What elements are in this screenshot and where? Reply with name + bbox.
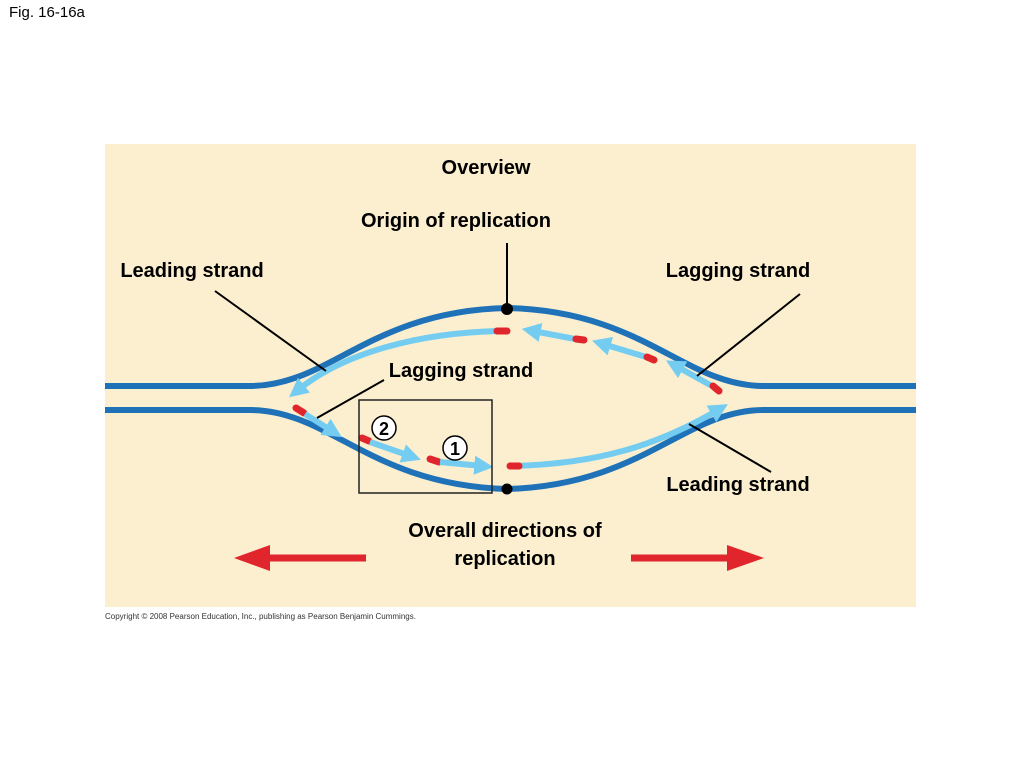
diagram-panel <box>105 144 916 607</box>
origin-dot-bottom <box>501 483 513 495</box>
figure-label: Fig. 16-16a <box>9 4 85 21</box>
origin-dot-top <box>501 303 513 315</box>
leading-strand-bottom <box>511 404 728 469</box>
primer-top-2 <box>643 353 658 364</box>
pointer-lagging-top-right <box>696 293 801 377</box>
leading-strand-top <box>289 328 499 398</box>
lagging-fragment-bottom-2 <box>369 439 421 463</box>
primer-top-1 <box>572 335 588 344</box>
directions-label-line2: replication <box>454 548 555 570</box>
step-1-label: 1 <box>450 439 460 459</box>
leading-strand-label-bottom: Leading strand <box>666 474 809 496</box>
lagging-strand-label-top: Lagging strand <box>666 260 810 282</box>
lagging-fragment-top-2 <box>591 337 647 360</box>
lagging-strand-label-middle: Lagging strand <box>389 360 533 382</box>
step-1-circle <box>442 435 468 461</box>
lagging-fragment-bottom-1 <box>303 411 342 438</box>
pointer-leading-top-left <box>214 290 327 372</box>
step-2-label: 2 <box>379 419 389 439</box>
primer-bottom-1 <box>292 404 308 417</box>
direction-arrow-right <box>631 545 764 571</box>
pointer-leading-bottom-right <box>688 423 772 473</box>
directions-label-line1: Overall directions of <box>408 520 602 542</box>
step-2-circle <box>371 415 397 441</box>
lagging-fragment-top-3 <box>665 360 714 389</box>
primer-bottom-2 <box>358 434 373 445</box>
lagging-fragment-top-1 <box>521 323 576 342</box>
pointer-lagging-middle <box>316 379 385 419</box>
copyright-text: Copyright © 2008 Pearson Education, Inc.… <box>105 612 416 621</box>
detail-box <box>358 399 493 494</box>
primer-top-3 <box>709 382 723 395</box>
lagging-fragment-bottom-3 <box>439 455 494 475</box>
overview-title: Overview <box>442 157 531 179</box>
direction-arrow-left <box>234 545 366 571</box>
leading-strand-label-top: Leading strand <box>120 260 263 282</box>
origin-label: Origin of replication <box>361 210 551 232</box>
primer-bottom-3 <box>426 455 443 466</box>
